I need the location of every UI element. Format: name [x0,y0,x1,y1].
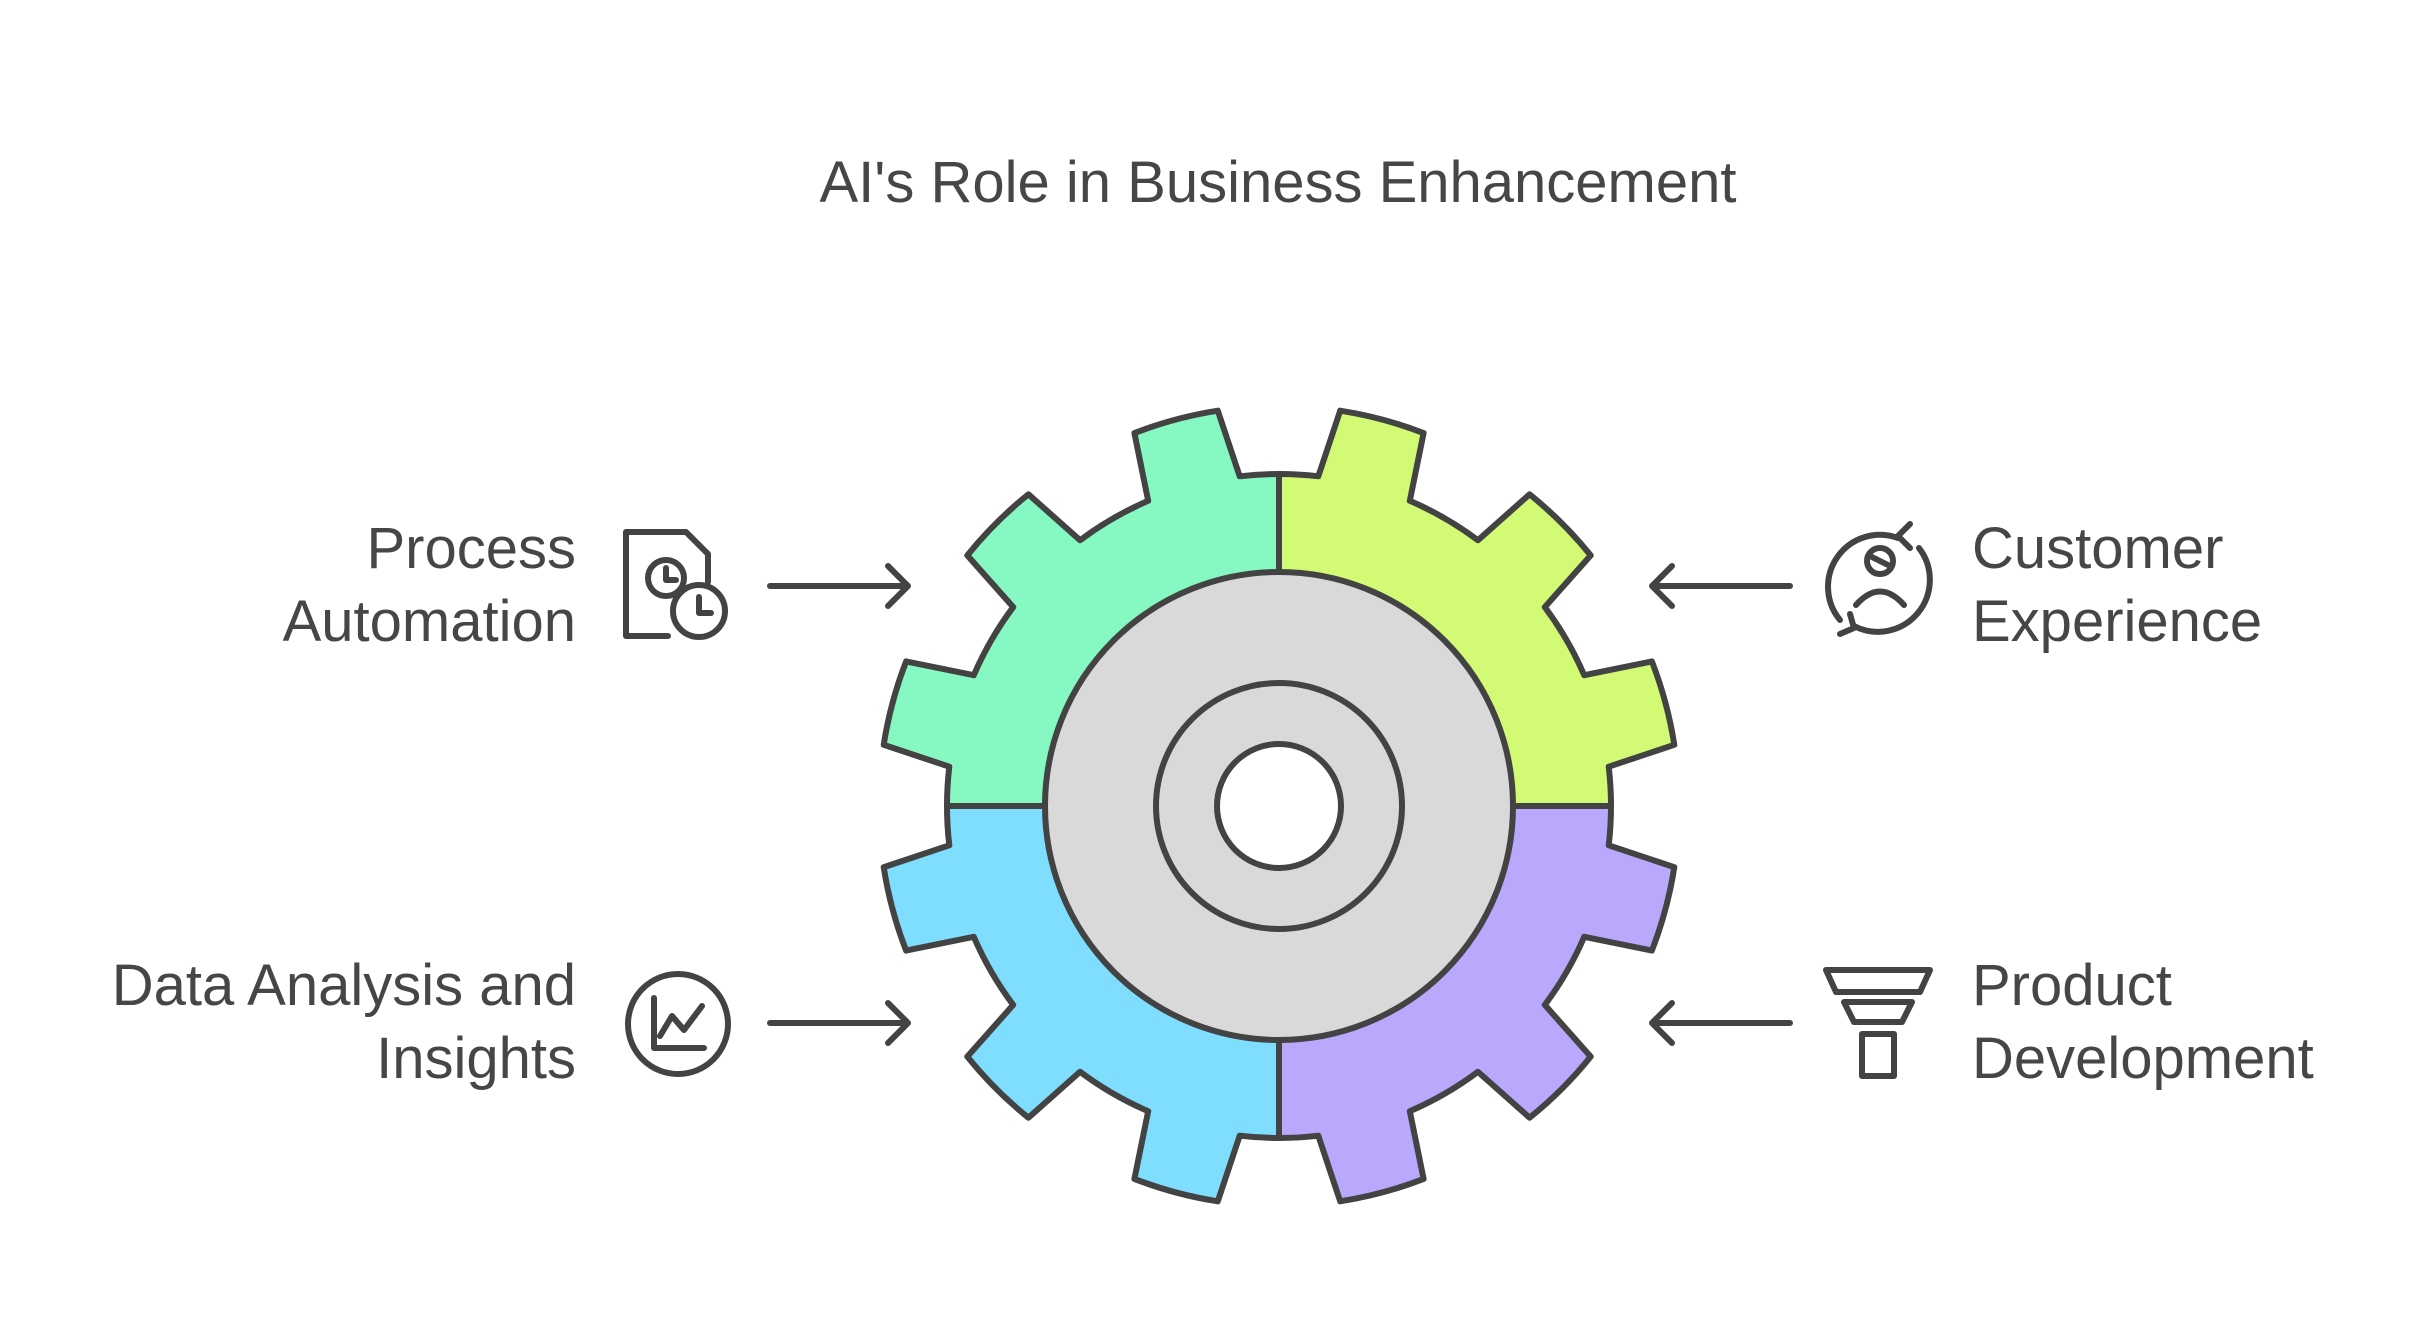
gear-center-hole [1214,741,1344,871]
label-data-analysis: Data Analysis and Insights [16,949,576,1095]
label-process-automation-line2: Automation [282,589,576,654]
arrow-product-development [1649,1000,1793,1046]
label-product-development: Product Development [1972,949,2412,1095]
label-data-analysis-line1: Data Analysis and [111,953,576,1018]
label-product-development-line2: Development [1972,1026,2314,1091]
label-process-automation: Process Automation [16,512,576,658]
user-cycle-icon [1825,521,1933,637]
arrow-customer-experience [1649,563,1793,609]
label-customer-experience: Customer Experience [1972,512,2412,658]
arrow-process-automation [767,563,911,609]
label-customer-experience-line1: Customer [1972,516,2224,581]
label-data-analysis-line2: Insights [376,1026,576,1091]
funnel-icon [1823,967,1933,1079]
label-product-development-line1: Product [1972,953,2172,1018]
label-process-automation-line1: Process [366,516,576,581]
gear [880,407,1678,1205]
document-clock-icon [623,529,728,640]
diagram-title: AI's Role in Business Enhancement [819,150,1737,215]
label-customer-experience-line2: Experience [1972,589,2263,654]
line-chart-icon [625,971,731,1077]
arrow-data-analysis [767,1000,911,1046]
